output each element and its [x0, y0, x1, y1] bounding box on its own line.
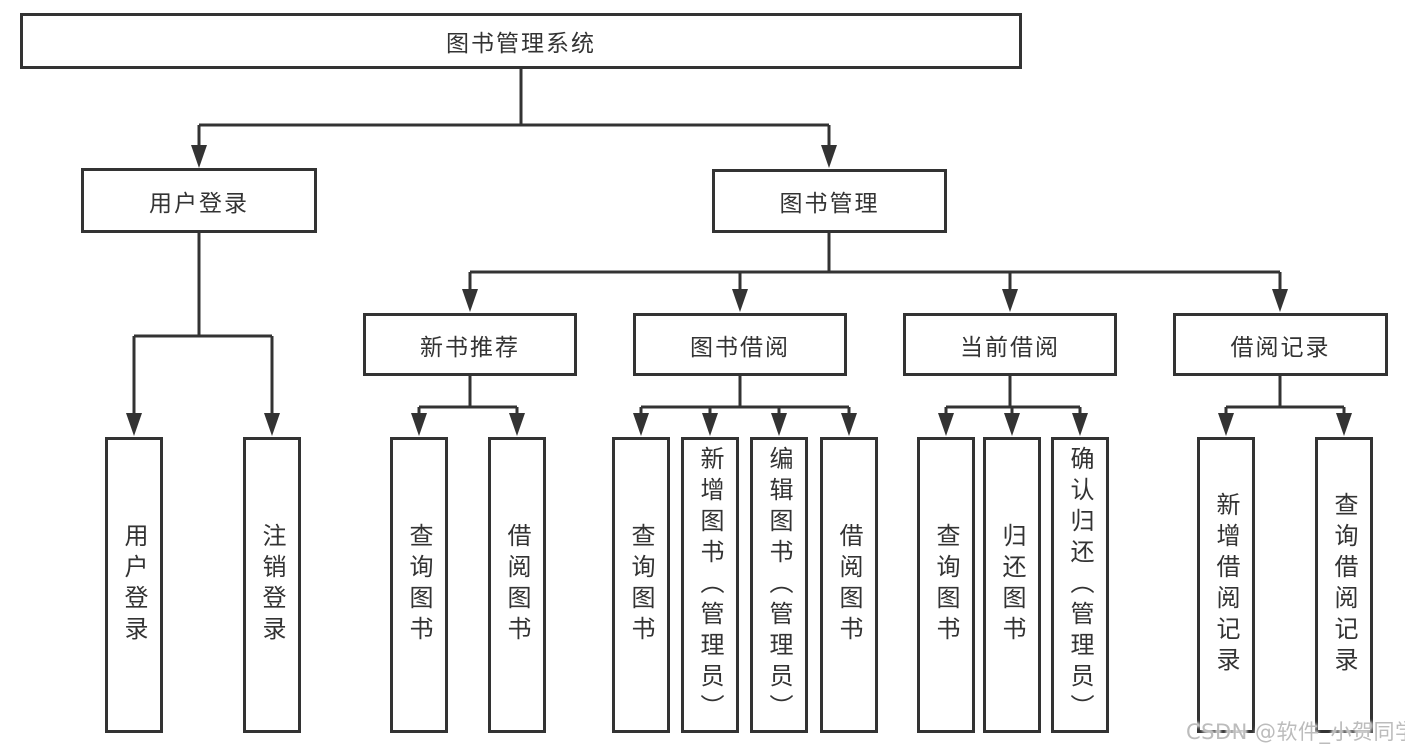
node-records-query-record: 查询借阅记录	[1315, 437, 1373, 733]
arrow-down-icon	[841, 413, 857, 436]
arrow-down-icon	[126, 413, 142, 436]
arrow-down-icon	[1218, 413, 1234, 436]
node-book-management: 图书管理	[712, 169, 947, 233]
arrow-down-icon	[1336, 413, 1352, 436]
node-user-login: 用户登录	[81, 168, 317, 233]
node-current-query-books: 查询图书	[917, 437, 975, 733]
arrow-down-icon	[702, 413, 718, 436]
csdn-watermark: CSDN @软件_小贺同学	[1186, 720, 1405, 744]
arrow-down-icon	[462, 289, 478, 312]
arrow-down-icon	[1072, 413, 1088, 436]
node-borrow-borrow-books: 借阅图书	[820, 437, 878, 733]
node-recommend-query-books: 查询图书	[390, 437, 448, 733]
arrow-down-icon	[1002, 289, 1018, 312]
node-records-add-record: 新增借阅记录	[1197, 437, 1255, 733]
arrow-down-icon	[191, 145, 207, 168]
node-book-borrowing: 图书借阅	[633, 313, 847, 376]
arrow-down-icon	[938, 413, 954, 436]
tree-connector-path	[132, 69, 1346, 415]
arrow-down-icon	[633, 413, 649, 436]
arrowhead-icons	[126, 145, 1352, 436]
arrow-down-icon	[771, 413, 787, 436]
node-borrow-query-books: 查询图书	[612, 437, 670, 733]
node-root: 图书管理系统	[20, 13, 1022, 69]
node-borrow-add-books-admin: 新增图书（管理员）	[681, 437, 739, 733]
node-recommend-borrow-books: 借阅图书	[488, 437, 546, 733]
node-borrowing-records: 借阅记录	[1173, 313, 1388, 376]
node-leaf-user-login: 用户登录	[105, 437, 163, 733]
node-leaf-logout: 注销登录	[243, 437, 301, 733]
arrow-down-icon	[1272, 289, 1288, 312]
node-borrow-edit-books-admin: 编辑图书（管理员）	[750, 437, 808, 733]
node-new-book-recommend: 新书推荐	[363, 313, 577, 376]
node-current-borrowing: 当前借阅	[903, 313, 1117, 376]
arrow-down-icon	[732, 289, 748, 312]
arrow-down-icon	[264, 413, 280, 436]
node-current-confirm-return-admin: 确认归还（管理员）	[1051, 437, 1109, 733]
arrow-down-icon	[411, 413, 427, 436]
arrow-down-icon	[1004, 413, 1020, 436]
arrow-down-icon	[821, 145, 837, 168]
arrow-down-icon	[509, 413, 525, 436]
node-current-return-books: 归还图书	[983, 437, 1041, 733]
